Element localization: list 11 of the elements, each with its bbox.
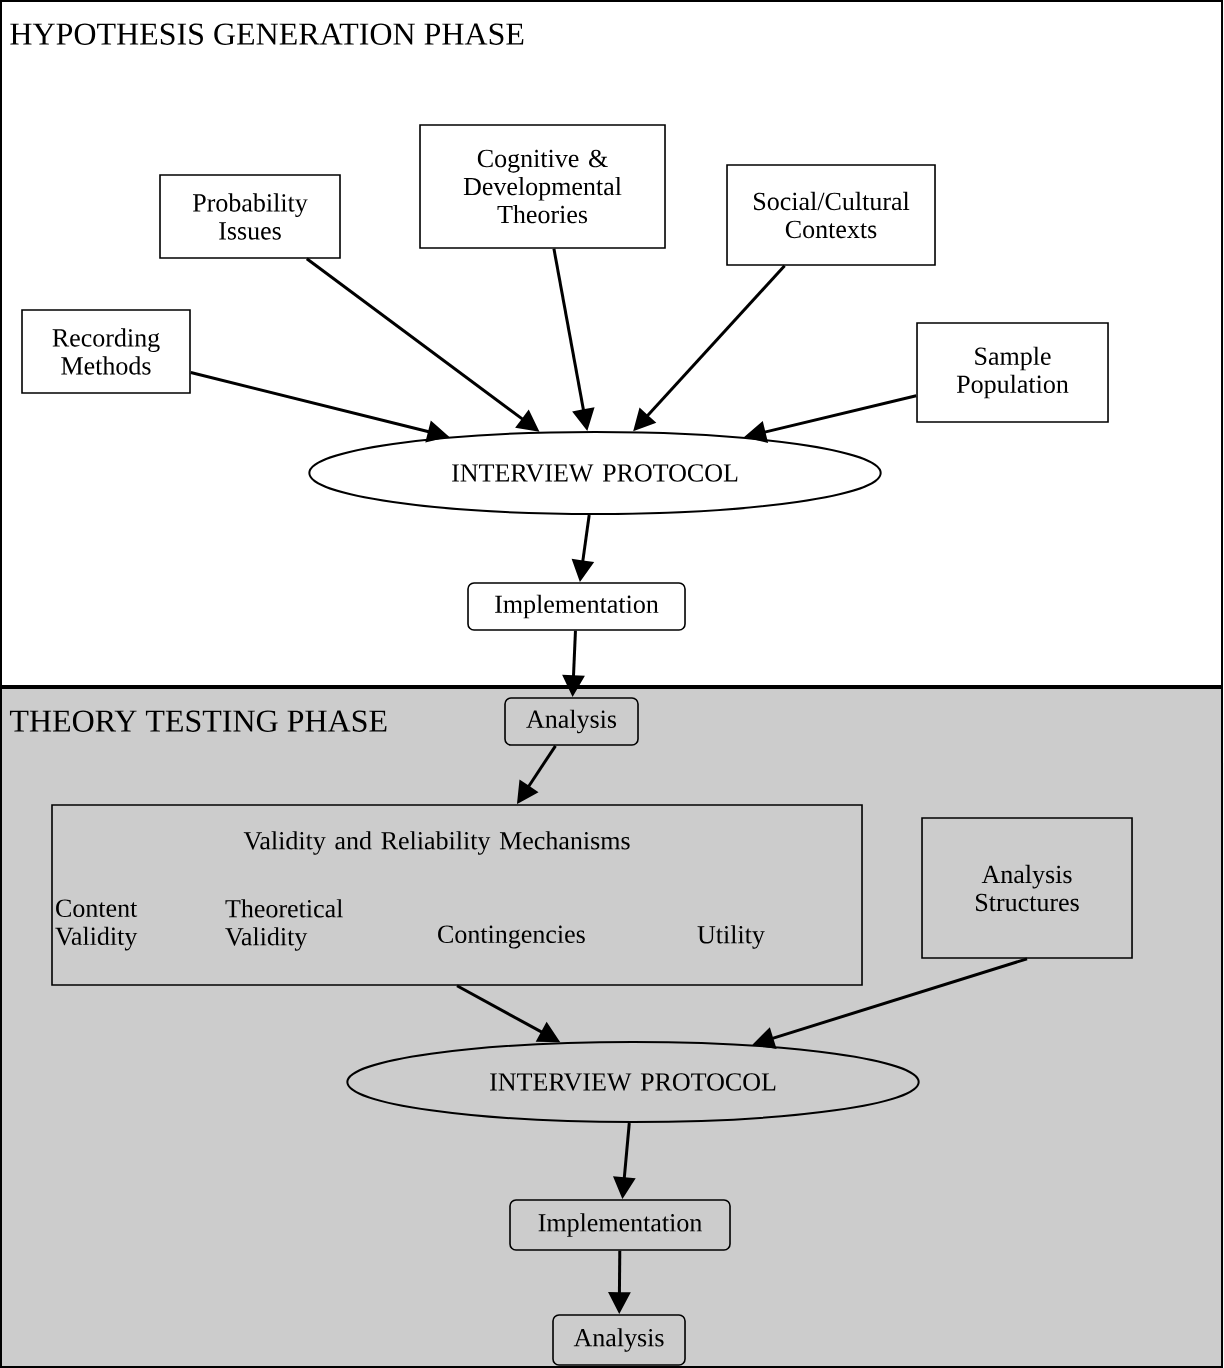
process-box: Probability Issues [159,174,341,259]
process-box: Sample Population [916,322,1109,423]
process-box: Analysis Structures [921,817,1133,959]
process-box: Recording Methods [21,309,191,394]
process-box: Social/Cultural Contexts [726,164,936,266]
step-box: Analysis [552,1314,686,1366]
process-box: Cognitive & Developmental Theories [419,124,666,249]
step-box: Implementation [509,1199,731,1251]
step-box: Implementation [467,582,686,631]
mechanisms-box: Validity and Reliability Mechanisms Content Validity Theoretical Validity Contingencies Utility [51,804,863,986]
step-box: Analysis [504,697,639,746]
